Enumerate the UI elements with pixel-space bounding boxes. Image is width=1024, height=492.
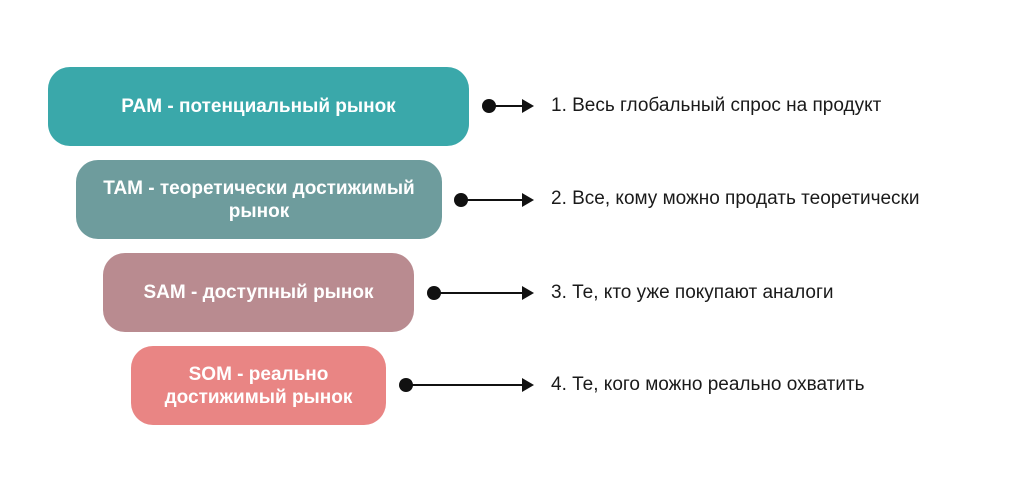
sam-description: 3. Те, кто уже покупают аналоги [551,282,834,303]
som-connector-arrow [399,375,534,395]
tam-box: TAM - теоретически достижимый рынок [76,160,442,239]
pam-box-label: PAM - потенциальный рынок [121,96,396,117]
pam-box: PAM - потенциальный рынок [48,67,469,146]
som-box-label: SOM - реально достижимый рынок [164,363,353,408]
connector-line [461,199,525,201]
connector-line [489,105,525,107]
connector-line [406,384,525,386]
pam-connector-arrow [482,96,534,116]
tam-box-label: TAM - теоретически достижимый рынок [103,177,415,222]
connector-line [434,292,525,294]
arrow-head-icon [522,378,534,392]
sam-box: SAM - доступный рынок [103,253,414,332]
som-description: 4. Те, кого можно реально охватить [551,374,865,395]
sam-box-label: SAM - доступный рынок [143,282,374,303]
arrow-head-icon [522,286,534,300]
som-box: SOM - реально достижимый рынок [131,346,386,425]
arrow-head-icon [522,193,534,207]
tam-description: 2. Все, кому можно продать теоретически [551,188,920,209]
arrow-head-icon [522,99,534,113]
tam-connector-arrow [454,190,534,210]
sam-connector-arrow [427,283,534,303]
pam-description: 1. Весь глобальный спрос на продукт [551,95,882,116]
